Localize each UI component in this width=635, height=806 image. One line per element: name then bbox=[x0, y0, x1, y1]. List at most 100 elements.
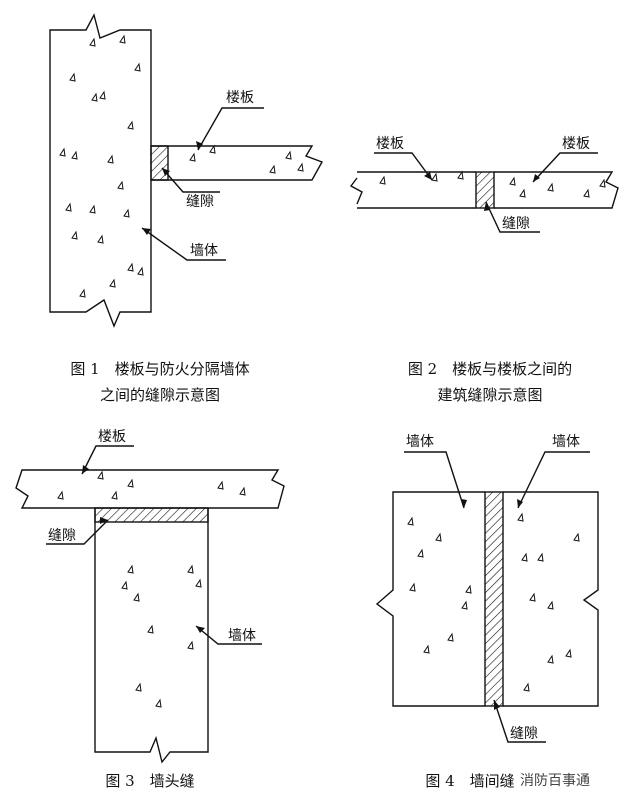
aggregate-mark bbox=[465, 584, 472, 594]
aggregate-mark bbox=[379, 175, 386, 185]
aggregate-mark bbox=[97, 234, 104, 244]
fig1-caption-line2: 之间的缝隙示意图 bbox=[99, 386, 220, 404]
fig3-gap-hatch bbox=[94, 507, 209, 523]
fig3-wall-leader bbox=[195, 625, 262, 645]
fig2-label-slab-left: 楼板 bbox=[376, 136, 404, 152]
fig1-label-wall: 墙体 bbox=[190, 243, 218, 259]
aggregate-mark bbox=[89, 37, 96, 47]
aggregate-mark bbox=[187, 640, 194, 650]
aggregate-mark bbox=[59, 147, 66, 157]
aggregate-mark bbox=[195, 578, 202, 588]
aggregate-mark bbox=[547, 654, 554, 664]
fig4-caption-line1: 图 4 墙间缝 bbox=[425, 772, 515, 790]
aggregate-mark bbox=[573, 532, 580, 542]
aggregate-mark bbox=[134, 62, 141, 72]
fig3-slab-leader bbox=[81, 445, 134, 475]
aggregate-mark bbox=[91, 92, 98, 102]
aggregate-mark bbox=[57, 490, 64, 500]
fig2-slab-left-leader bbox=[374, 152, 433, 181]
fig1-slab-leader bbox=[197, 107, 264, 151]
aggregate-mark bbox=[147, 624, 154, 634]
aggregate-mark bbox=[97, 470, 104, 480]
aggregate-mark bbox=[127, 262, 134, 272]
aggregate-mark bbox=[127, 120, 134, 130]
aggregate-mark bbox=[189, 152, 196, 162]
watermark: 消防百事通 bbox=[520, 773, 590, 789]
aggregate-mark bbox=[461, 600, 468, 610]
aggregate-mark bbox=[521, 552, 528, 562]
aggregate-mark bbox=[117, 180, 124, 190]
aggregate-mark bbox=[187, 564, 194, 574]
fig4-wall-left bbox=[375, 491, 485, 707]
aggregate-mark bbox=[89, 204, 96, 214]
fig3-caption: 图 3 墙头缝 bbox=[60, 768, 240, 794]
fig4-label-wall-left: 墙体 bbox=[406, 434, 434, 450]
aggregate-mark bbox=[547, 600, 554, 610]
aggregate-mark bbox=[155, 698, 162, 708]
fig1-wall-leader bbox=[141, 227, 226, 261]
aggregate-mark bbox=[583, 188, 590, 198]
aggregate-mark bbox=[71, 230, 78, 240]
fig2-slab-right bbox=[494, 171, 619, 209]
fig1-caption-line1: 图 1 楼板与防火分隔墙体 bbox=[70, 360, 250, 378]
fig1-caption: 图 1 楼板与防火分隔墙体 之间的缝隙示意图 bbox=[40, 356, 280, 408]
aggregate-mark bbox=[239, 486, 246, 496]
aggregate-mark bbox=[269, 164, 276, 174]
aggregate-mark bbox=[431, 172, 438, 182]
fig4-gap-leader bbox=[493, 699, 546, 743]
fig3-caption-line1: 图 3 墙头缝 bbox=[105, 772, 195, 790]
aggregate-mark bbox=[297, 162, 304, 172]
fig1-label-slab: 楼板 bbox=[226, 90, 254, 106]
aggregate-mark bbox=[423, 644, 430, 654]
aggregate-mark bbox=[65, 202, 72, 212]
aggregate-mark bbox=[217, 480, 224, 490]
aggregate-mark bbox=[123, 208, 130, 218]
fig3-label-gap: 缝隙 bbox=[48, 528, 76, 544]
aggregate-mark bbox=[407, 516, 414, 526]
aggregate-mark bbox=[137, 266, 144, 276]
fig4-caption: 图 4 墙间缝 bbox=[410, 768, 530, 794]
fig4-label-wall-right: 墙体 bbox=[552, 434, 580, 450]
aggregate-mark bbox=[435, 532, 442, 542]
aggregate-mark bbox=[529, 592, 536, 602]
aggregate-mark bbox=[457, 170, 464, 180]
fig2-slab-left bbox=[349, 171, 476, 209]
fig4-wall-left-leader bbox=[404, 451, 465, 509]
fig2-gap-hatch bbox=[475, 171, 495, 209]
aggregate-mark bbox=[119, 34, 126, 44]
aggregate-mark bbox=[509, 176, 516, 186]
aggregate-mark bbox=[417, 548, 424, 558]
fig4-wall-right bbox=[503, 491, 599, 707]
aggregate-mark bbox=[121, 580, 128, 590]
aggregate-mark bbox=[109, 278, 116, 288]
fig2-caption-line2: 建筑缝隙示意图 bbox=[437, 386, 543, 404]
aggregate-mark bbox=[71, 150, 78, 160]
aggregate-mark bbox=[409, 582, 416, 592]
aggregate-mark bbox=[447, 632, 454, 642]
aggregate-mark bbox=[519, 188, 526, 198]
fig2-caption-line1: 图 2 楼板与楼板之间的 bbox=[407, 360, 573, 378]
aggregate-mark bbox=[599, 178, 606, 188]
aggregate-mark bbox=[69, 72, 76, 82]
fig1-gap-leader bbox=[161, 167, 220, 193]
fig4-gap-hatch bbox=[484, 491, 504, 707]
fig3-wall bbox=[94, 508, 209, 764]
aggregate-mark bbox=[107, 154, 114, 164]
fig1-slab bbox=[151, 145, 324, 181]
fig4-wall-right-leader bbox=[517, 451, 590, 509]
aggregate-mark bbox=[79, 288, 86, 298]
aggregate-mark bbox=[135, 682, 142, 692]
aggregate-mark bbox=[547, 182, 554, 192]
concrete-aggregate-marks bbox=[57, 34, 606, 708]
aggregate-mark bbox=[537, 552, 544, 562]
aggregate-mark bbox=[99, 90, 106, 100]
fig1-wall bbox=[49, 13, 152, 328]
fig3-label-slab: 楼板 bbox=[98, 429, 126, 445]
aggregate-mark bbox=[127, 478, 134, 488]
aggregate-mark bbox=[209, 144, 216, 154]
fig4-label-gap: 缝隙 bbox=[510, 726, 538, 742]
fig2-slab-right-leader bbox=[532, 152, 598, 183]
aggregate-mark bbox=[111, 490, 118, 500]
aggregate-mark bbox=[565, 648, 572, 658]
